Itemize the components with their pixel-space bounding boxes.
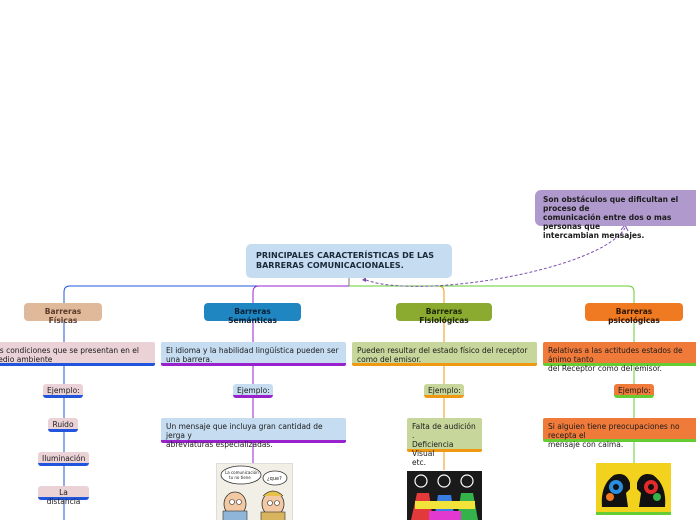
semanticas-example-description[interactable]: Un mensaje que incluya gran cantidad de … <box>161 418 346 449</box>
semanticas-description[interactable]: El idioma y la habilidad lingüística pue… <box>161 342 346 366</box>
fisicas-item-ruido[interactable]: Ruido <box>48 418 78 432</box>
semanticas-example-description-line1: Un mensaje que incluya gran cantidad de … <box>166 422 323 440</box>
fisiologicas-example-description-line2: Deficiencia Visual <box>412 440 454 458</box>
psicologicas-example-description[interactable]: Si alguien tiene preocupaciones no recep… <box>543 418 696 449</box>
root-topic[interactable]: PRINCIPALES CARACTERÍSTICAS DE LAS BARRE… <box>246 244 452 278</box>
fisicas-item-iluminacion[interactable]: Iluminación <box>38 452 89 466</box>
fisicas-description-line1: Las condiciones que se presentan en el <box>0 346 139 355</box>
connector-fisiologicas <box>349 285 445 303</box>
minds-gears-image <box>596 463 671 515</box>
fisiologicas-example-text: Ejemplo: <box>428 386 461 395</box>
fisiologicas-example-description-line3: etc. <box>412 458 427 467</box>
fisicas-description[interactable]: Las condiciones que se presentan en el m… <box>0 342 155 366</box>
branch-barreras-fisicas[interactable]: Barreras Físicas <box>24 303 102 325</box>
fisiologicas-example-label[interactable]: Ejemplo: <box>424 384 464 398</box>
definition-note-line2: comunicación entre dos o mas personas qu… <box>543 213 672 231</box>
fisicas-item-iluminacion-text: Iluminación <box>42 454 86 463</box>
cartoon-bubble1-line2: tu no tiene <box>229 475 251 480</box>
fisicas-example-label[interactable]: Ejemplo: <box>43 384 83 398</box>
fisiologicas-example-description-line1: Falta de audición . <box>412 422 476 440</box>
connector-fisicas <box>63 285 349 303</box>
connector-psicologicas <box>349 285 635 303</box>
psicologicas-description-line1: Relativas a las actitudes estados de áni… <box>548 346 683 364</box>
semanticas-example-text: Ejemplo: <box>237 386 270 395</box>
psicologicas-example-text: Ejemplo: <box>618 386 651 395</box>
branch-barreras-psicologicas[interactable]: Barreras psicológicas <box>585 303 683 325</box>
semanticas-example-label[interactable]: Ejemplo: <box>233 384 273 398</box>
minds-gears-illustration <box>596 463 671 512</box>
fisiologicas-example-description[interactable]: Falta de audición . Deficiencia Visual e… <box>407 418 482 467</box>
disability-figures-illustration <box>407 471 482 520</box>
branch-barreras-fisicas-label: Barreras Físicas <box>44 307 82 325</box>
fisiologicas-description-line2: como del emisor. <box>357 355 422 364</box>
jargon-cartoon-illustration: La comunicación tu no tiene ¿que? <box>220 465 288 520</box>
branch-barreras-psicologicas-label: Barreras psicológicas <box>608 307 660 325</box>
branch-barreras-fisiologicas[interactable]: Barreras Fisiológicas <box>396 303 492 325</box>
jargon-cartoon-image: La comunicación tu no tiene ¿que? <box>216 463 293 520</box>
connector-root-arrow <box>362 277 366 282</box>
connector-semanticas <box>252 285 349 303</box>
definition-note[interactable]: Son obstáculos que dificultan el proceso… <box>535 190 696 240</box>
fisicas-item-ruido-text: Ruido <box>52 420 74 429</box>
connector-note-relation <box>365 227 626 287</box>
psicologicas-description-line2: del Receptor como del emisor. <box>548 364 662 373</box>
psicologicas-example-description-line2: mensaje con calma. <box>548 440 624 449</box>
root-topic-line1: PRINCIPALES CARACTERÍSTICAS DE LAS <box>256 251 435 260</box>
semanticas-description-line1: El idioma y la habilidad lingüística pue… <box>166 346 339 355</box>
branch-barreras-semanticas-label: Barreras Semánticas <box>228 307 277 325</box>
fisiologicas-description-line1: Pueden resultar del estado físico del re… <box>357 346 528 355</box>
fisicas-example-text: Ejemplo: <box>47 386 80 395</box>
cartoon-bubble1-line1: La comunicación <box>225 470 259 475</box>
definition-note-line3: intercambian mensajes. <box>543 231 645 240</box>
branch-barreras-semanticas[interactable]: Barreras Semánticas <box>204 303 301 325</box>
psicologicas-description[interactable]: Relativas a las actitudes estados de áni… <box>543 342 696 373</box>
disability-figures-image <box>407 471 482 520</box>
semanticas-description-line2: una barrera. <box>166 355 213 364</box>
psicologicas-example-label[interactable]: Ejemplo: <box>614 384 654 398</box>
fisicas-description-line2: medio ambiente <box>0 355 53 364</box>
cartoon-bubble2: ¿que? <box>267 476 282 482</box>
semanticas-example-description-line2: abreviaturas especializadas. <box>166 440 273 449</box>
fisicas-item-distancia[interactable]: La distancia <box>38 486 89 506</box>
definition-note-line1: Son obstáculos que dificultan el proceso… <box>543 195 679 213</box>
fisiologicas-description[interactable]: Pueden resultar del estado físico del re… <box>352 342 537 366</box>
branch-barreras-fisiologicas-label: Barreras Fisiológicas <box>419 307 469 325</box>
fisicas-item-distancia-text: La distancia <box>46 488 81 506</box>
psicologicas-example-description-line1: Si alguien tiene preocupaciones no recep… <box>548 422 680 440</box>
root-topic-line2: BARRERAS COMUNICACIONALES. <box>256 261 404 270</box>
